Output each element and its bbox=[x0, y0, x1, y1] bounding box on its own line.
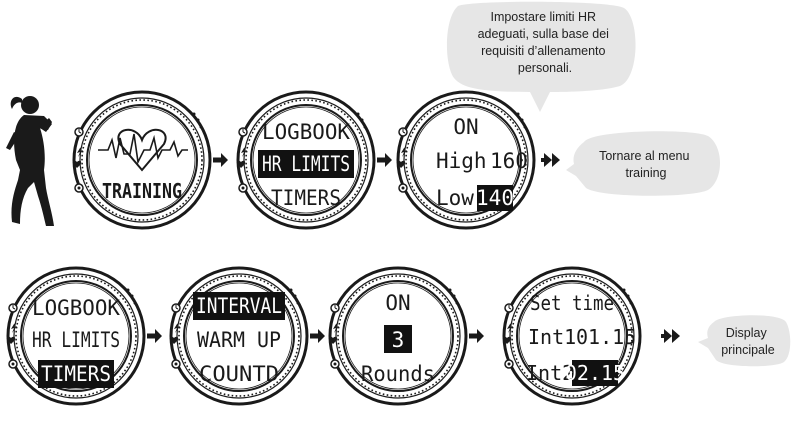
int1-value: 01.15 bbox=[576, 325, 636, 349]
note-top-line-2: adeguati, sulla base dei bbox=[478, 27, 609, 41]
menu-item-logbook: LOGBOOK bbox=[32, 296, 120, 320]
rounds-value: 3 bbox=[392, 328, 405, 352]
note-right-top-line-2: training bbox=[626, 166, 667, 180]
note-bubble-right-bottom: Display principale bbox=[698, 315, 791, 367]
int1-label: Int1 bbox=[528, 325, 576, 349]
arrow-right-icon bbox=[469, 329, 484, 343]
rounds-label: Rounds bbox=[361, 362, 435, 386]
int2-value: 02.15 bbox=[565, 361, 625, 385]
watch-set-time: Set time Int1 01.15 Int2 02.15 bbox=[501, 266, 642, 406]
note-right-bottom-line-1: Display bbox=[726, 326, 768, 340]
submenu-item-interval: INTERVAL bbox=[196, 294, 282, 318]
menu-item-hr-limits: HR LIMITS bbox=[32, 328, 120, 352]
hr-low-value: 140 bbox=[476, 186, 514, 210]
selection-highlight bbox=[258, 150, 354, 178]
arrow-right-icon bbox=[213, 153, 228, 167]
selection-highlight bbox=[572, 360, 618, 386]
note-top-line-4: personali. bbox=[518, 61, 572, 75]
watch-interval-rounds: ON 3 Rounds bbox=[327, 266, 468, 406]
svg-text:Impostare limiti HR adeg: Impostare limiti HR adeguati, sulla base… bbox=[478, 10, 613, 75]
submenu-item-countd: COUNTD bbox=[199, 362, 279, 386]
note-bubble-right-top: Tornare al menu training bbox=[566, 131, 720, 196]
arrow-right-icon bbox=[147, 329, 162, 343]
int2-label: Int2 bbox=[526, 361, 574, 385]
selection-highlight bbox=[384, 325, 412, 353]
interval-on-label: ON bbox=[385, 291, 410, 315]
menu-item-logbook: LOGBOOK bbox=[262, 120, 350, 144]
note-right-top-line-1: Tornare al menu bbox=[599, 149, 689, 163]
note-bubble-top: Impostare limiti HR adeguati, sulla base… bbox=[446, 1, 636, 113]
hr-high-value: 160 bbox=[490, 149, 528, 173]
watch-menu-hr-limits: LOGBOOK HR LIMITS TIMERS bbox=[235, 90, 376, 230]
watch-menu-timers: LOGBOOK HR LIMITS TIMERS bbox=[5, 266, 146, 406]
note-top-line-1: Impostare limiti HR bbox=[490, 10, 596, 24]
svg-text:Tornare al menu training: Tornare al menu training bbox=[599, 149, 693, 180]
menu-item-timers: TIMERS bbox=[271, 186, 341, 210]
arrow-right-icon bbox=[310, 329, 325, 343]
arrow-right-icon bbox=[377, 153, 392, 167]
runner-figure-icon bbox=[6, 96, 55, 226]
selection-highlight bbox=[38, 360, 114, 388]
submenu-item-warm-up: WARM UP bbox=[197, 328, 281, 352]
watch-training: TRAINING bbox=[71, 90, 212, 230]
watch-hr-limits-values: ON High 160 Low 140 bbox=[395, 90, 536, 230]
menu-item-hr-limits: HR LIMITS bbox=[262, 152, 350, 176]
hr-on-label: ON bbox=[453, 115, 478, 139]
selection-highlight bbox=[193, 292, 285, 320]
menu-item-timers: TIMERS bbox=[41, 362, 111, 386]
svg-text:Display principale: Display principale bbox=[721, 326, 775, 357]
training-label: TRAINING bbox=[102, 179, 182, 203]
note-top-line-3: requisiti d’allenamento bbox=[481, 44, 605, 58]
hr-high-label: High bbox=[436, 149, 487, 173]
double-arrow-icon bbox=[541, 153, 560, 167]
watch-timers-submenu: INTERVAL WARM UP COUNTD bbox=[168, 266, 309, 406]
heart-pulse-icon bbox=[98, 129, 188, 172]
double-arrow-icon bbox=[661, 329, 680, 343]
note-right-bottom-line-2: principale bbox=[721, 343, 775, 357]
set-time-label: Set time bbox=[530, 291, 614, 315]
selection-highlight bbox=[477, 185, 513, 211]
hr-low-label: Low bbox=[436, 186, 474, 210]
